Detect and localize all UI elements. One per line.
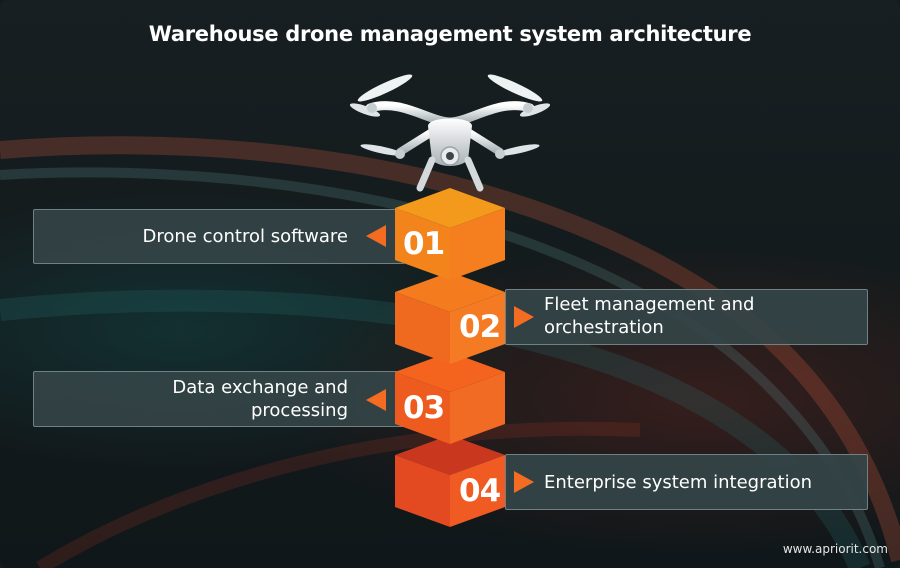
drone-icon [349, 74, 551, 192]
cube-1 [395, 188, 505, 280]
step-1-arrow-icon [366, 225, 386, 247]
step-1-box: Drone control software [33, 209, 405, 264]
step-4-arrow-icon [514, 471, 534, 493]
step-2-number: 02 [459, 309, 501, 345]
step-2-label: Fleet management and orchestration [544, 294, 755, 338]
cube-3 [395, 352, 505, 444]
step-4-number: 04 [459, 473, 501, 509]
cube-2 [395, 272, 505, 364]
step-3-label: Data exchange and processing [172, 377, 348, 421]
step-3-box: Data exchange and processing [33, 371, 405, 427]
step-1-label: Drone control software [142, 226, 349, 247]
footer-url: www.apriorit.com [782, 542, 888, 556]
page-title: Warehouse drone management system archit… [148, 22, 752, 46]
cube-4 [395, 435, 505, 527]
step-4-box: Enterprise system integration [505, 454, 868, 510]
step-2-box: Fleet management and orchestration [505, 289, 868, 345]
step-1-number: 01 [403, 226, 445, 262]
step-3-number: 03 [403, 390, 445, 426]
step-4-label: Enterprise system integration [544, 471, 812, 493]
step-3-arrow-icon [366, 389, 386, 411]
step-2-arrow-icon [514, 306, 534, 328]
